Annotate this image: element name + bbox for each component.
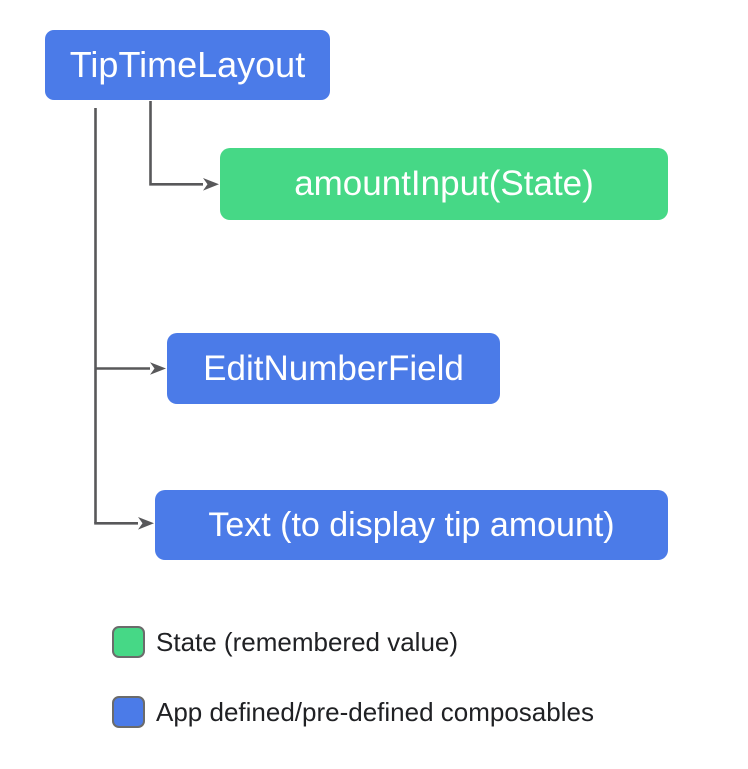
arrowhead-text-icon	[138, 517, 154, 530]
node-text-display: Text (to display tip amount)	[155, 490, 668, 560]
node-amountinput: amountInput(State)	[220, 148, 668, 220]
legend-swatch-composables	[112, 696, 145, 728]
node-tiptimelayout-label: TipTimeLayout	[69, 44, 306, 85]
connector-root-to-amountinput	[149, 101, 203, 186]
arrowhead-editnumberfield-icon	[150, 362, 166, 375]
node-editnumberfield-label: EditNumberField	[203, 348, 464, 388]
node-editnumberfield: EditNumberField	[167, 333, 500, 404]
legend-item-composables: App defined/pre-defined composables	[112, 696, 594, 728]
node-text-display-label: Text (to display tip amount)	[208, 505, 615, 544]
legend-label-composables: App defined/pre-defined composables	[156, 696, 594, 727]
node-tiptimelayout: TipTimeLayout	[45, 30, 330, 100]
legend-swatch-state	[112, 626, 145, 658]
legend-label-state: State (remembered value)	[156, 626, 459, 657]
node-amountinput-label: amountInput(State)	[294, 164, 594, 203]
legend-item-state: State (remembered value)	[112, 626, 458, 658]
arrowhead-amountinput-icon	[203, 178, 219, 191]
